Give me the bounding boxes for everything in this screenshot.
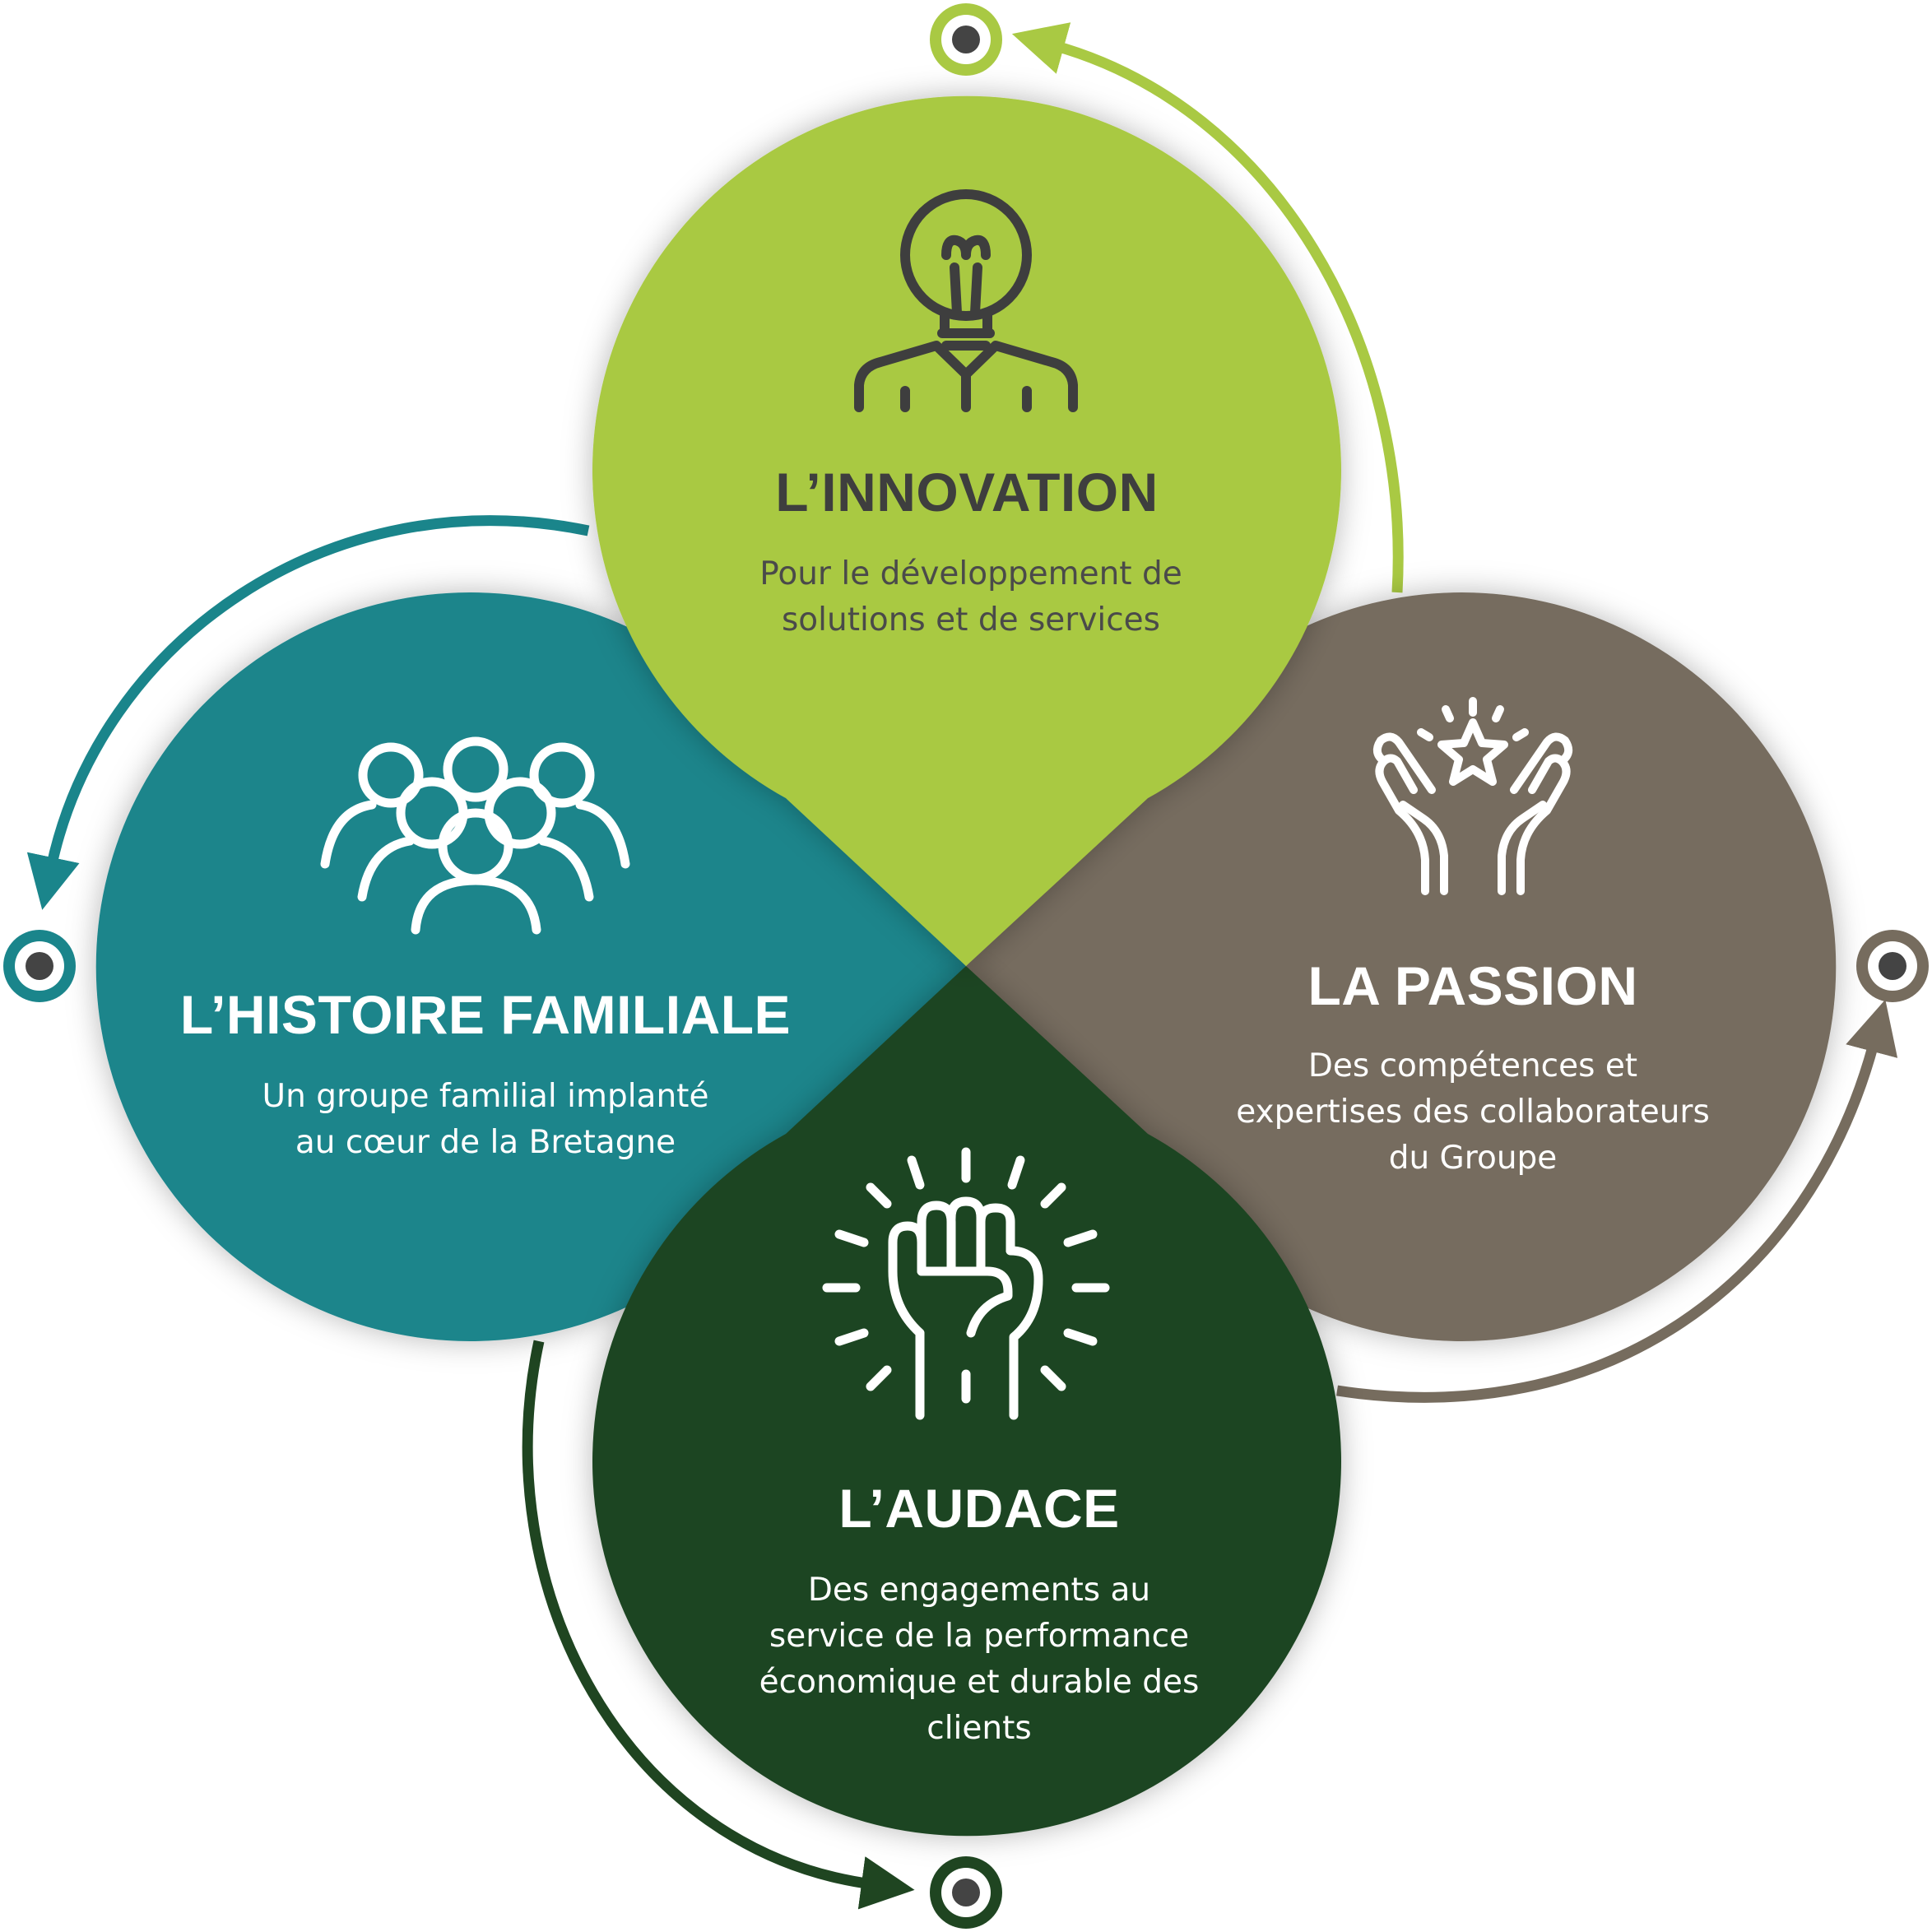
innovation-description-line: solutions et de services bbox=[781, 601, 1160, 639]
innovation-title: L’INNOVATION bbox=[775, 462, 1159, 522]
histoire-description: Un groupe familial implanté au cœur de l… bbox=[214, 1074, 757, 1166]
passion-description-line: expertises des collaborateurs bbox=[1236, 1094, 1710, 1131]
petal-histoire bbox=[95, 592, 966, 1341]
petal-innovation bbox=[592, 95, 1341, 967]
audace-title: L’AUDACE bbox=[838, 1478, 1120, 1539]
lightbulb-person-icon bbox=[854, 189, 1078, 412]
histoire-title: L’HISTOIRE FAMILIALE bbox=[179, 984, 792, 1045]
marker-bottom bbox=[930, 1856, 1002, 1929]
arrow-histoire-to-left bbox=[26, 515, 590, 910]
raised-fist-icon bbox=[822, 1147, 1110, 1420]
marker-left bbox=[3, 930, 76, 1002]
arrow-audace-to-bottom bbox=[522, 1340, 915, 1910]
arrow-passion-to-right bbox=[1336, 999, 1898, 1403]
histoire-description-line: Un groupe familial implanté bbox=[262, 1078, 709, 1115]
marker-right bbox=[1856, 930, 1929, 1002]
marker-top bbox=[930, 3, 1002, 76]
audace-description-line: Des engagements au bbox=[807, 1572, 1151, 1609]
passion-description-line: Des compétences et bbox=[1307, 1047, 1638, 1084]
passion-title: LA PASSION bbox=[1307, 955, 1638, 1016]
audace-description-line: clients bbox=[927, 1710, 1032, 1747]
petal-passion bbox=[966, 592, 1837, 1341]
histoire-description-line: au cœur de la Bretagne bbox=[295, 1124, 676, 1161]
arrow-innovation-to-top bbox=[1011, 22, 1404, 593]
innovation-description-line: Pour le développement de bbox=[759, 555, 1182, 592]
passion-description-line: du Groupe bbox=[1388, 1140, 1558, 1177]
passion-description: Des compétences et expertises des collab… bbox=[1193, 1043, 1753, 1182]
hands-star-icon bbox=[1372, 697, 1573, 895]
audace-description: Des engagements au service de la perform… bbox=[716, 1567, 1242, 1752]
family-group-icon bbox=[320, 736, 630, 935]
audace-description-line: service de la performance bbox=[769, 1618, 1190, 1655]
innovation-description: Pour le développement de solutions et de… bbox=[708, 551, 1234, 643]
audace-description-line: économique et durable des bbox=[759, 1664, 1200, 1701]
